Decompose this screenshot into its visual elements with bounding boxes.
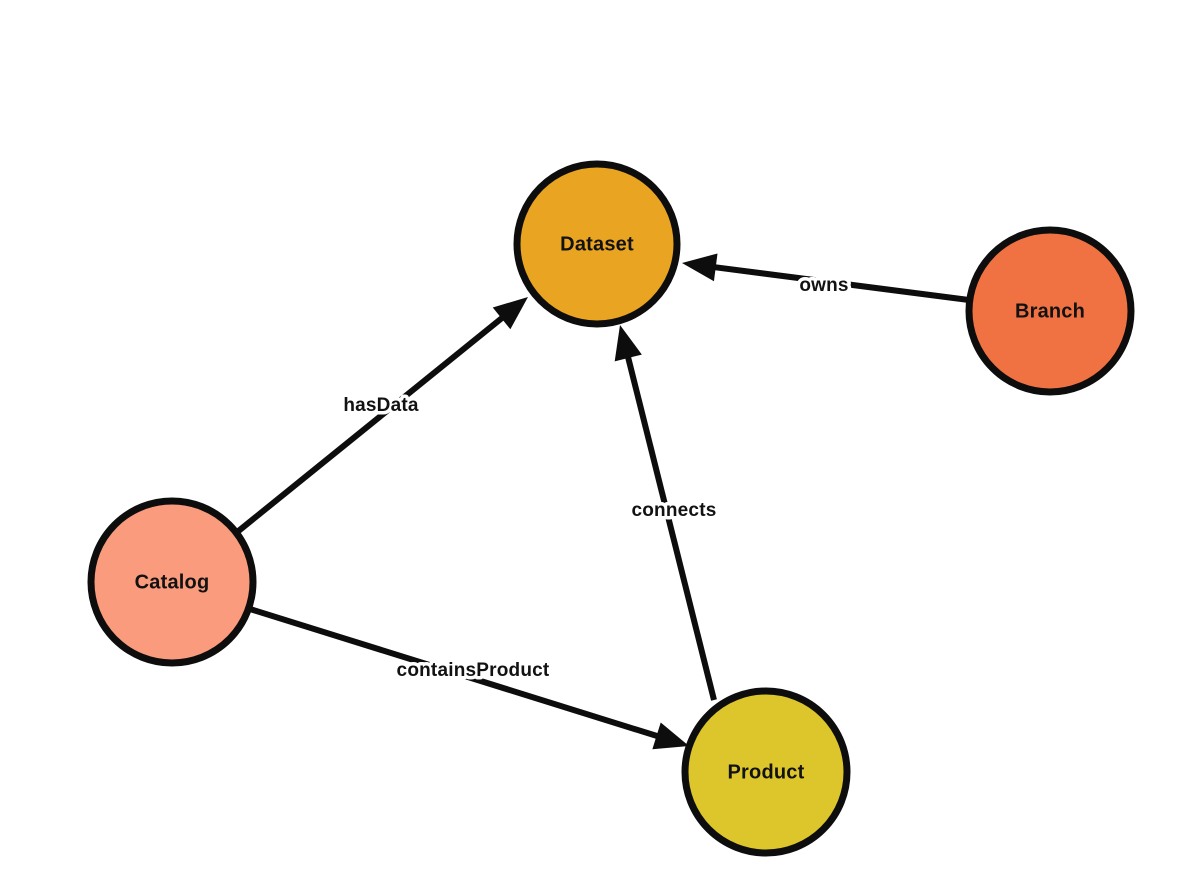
node-circle-branch[interactable] — [965, 226, 1135, 396]
edge-label-connects: connects — [631, 500, 716, 521]
edge-line-containsproduct — [249, 606, 664, 741]
edge-label-halo: connects — [631, 500, 716, 521]
edge-line-hasdata — [234, 312, 509, 536]
node-circle-dataset[interactable] — [513, 160, 681, 328]
graph-node-dataset[interactable]: Dataset — [513, 160, 681, 328]
graph-edge[interactable] — [614, 325, 717, 701]
graph-node-catalog[interactable]: Catalog — [87, 497, 257, 667]
edge-line-owns — [709, 263, 970, 303]
graph-edge[interactable] — [249, 606, 689, 750]
edges-layer — [234, 253, 970, 750]
edge-line-connects — [623, 351, 717, 701]
graph-node-branch[interactable]: Branch — [965, 226, 1135, 396]
graph-node-product[interactable]: Product — [681, 687, 851, 857]
node-circle-catalog[interactable] — [87, 497, 257, 667]
graph-edge[interactable] — [234, 297, 528, 536]
arrowhead-icon — [614, 325, 642, 362]
arrowhead-icon — [652, 722, 689, 750]
graph-edge[interactable] — [682, 253, 970, 303]
arrowhead-icon — [682, 253, 718, 282]
edge-labels-layer: hasDatahasDataownsownscontainsProductcon… — [340, 272, 852, 685]
node-circle-product[interactable] — [681, 687, 851, 857]
arrowhead-icon — [492, 297, 528, 330]
